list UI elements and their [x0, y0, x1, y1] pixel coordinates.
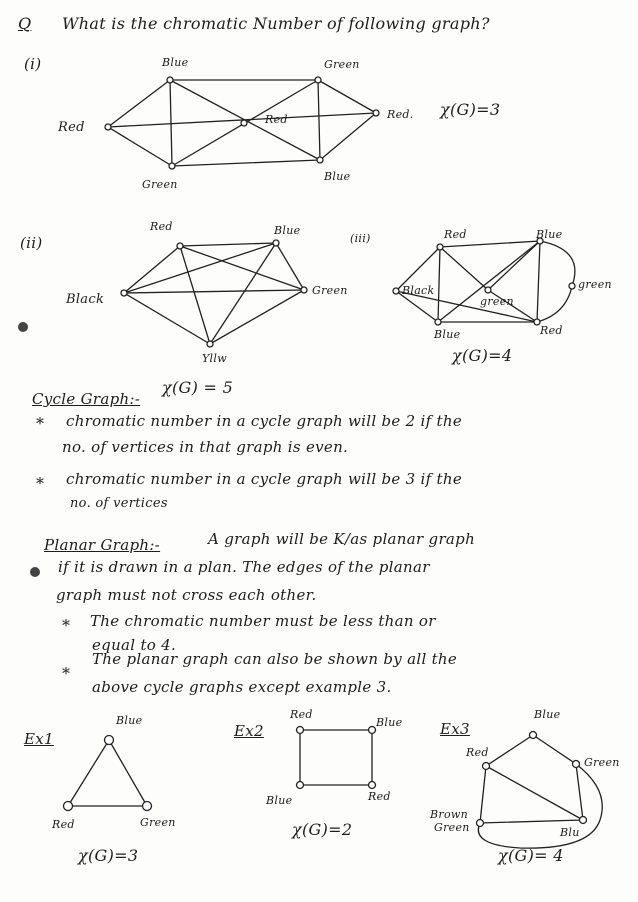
- graph-2-node-left: Black: [66, 292, 105, 307]
- graph-1-label: (i): [24, 55, 42, 73]
- ex1-node-top: Blue: [116, 714, 143, 727]
- planar-line-1: A graph will be K/as planar graph: [208, 530, 476, 548]
- planar-bullet-1-line-1: The chromatic number must be less than o…: [90, 612, 436, 630]
- ex2-node-top-right: Blue: [376, 716, 403, 729]
- graph-3-node-bottom-right: Red: [540, 324, 563, 337]
- cycle-bullet-2-star: *: [36, 474, 45, 493]
- planar-line-3: graph must not cross each other.: [56, 586, 317, 604]
- planar-line-2: if it is drawn in a plan. The edges of t…: [58, 558, 430, 576]
- graph-2-node-bottom: Yllw: [202, 352, 227, 365]
- cycle-bullet-1-line-1: chromatic number in a cycle graph will b…: [66, 412, 463, 430]
- ex1-graph: [62, 734, 153, 812]
- graph-3-node-center: green: [480, 295, 514, 308]
- ex3-result: χ(G)= 4: [498, 846, 564, 865]
- binder-hole: [18, 322, 28, 332]
- ex2-result: χ(G)=2: [292, 820, 353, 839]
- graph-1-node-top-right: Green: [324, 58, 360, 71]
- ex2-node-bottom-right: Red: [368, 790, 391, 803]
- graph-3-node-right: green: [578, 278, 612, 291]
- binder-hole: [30, 567, 40, 577]
- graph-2-node-top-right: Blue: [274, 224, 301, 237]
- ex2-graph: [295, 725, 377, 790]
- planar-bullet-2-line-1: The planar graph can also be shown by al…: [92, 650, 458, 668]
- graph-2-label: (ii): [20, 234, 43, 252]
- ex3-node-bottom-left-1: Brown: [430, 808, 468, 821]
- graph-3-result: χ(G)=4: [452, 346, 513, 365]
- ex3-node-bottom-left-2: Green: [434, 821, 470, 834]
- graph-1: [104, 76, 380, 170]
- graph-1-node-bottom-right: Blue: [324, 170, 351, 183]
- planar-bullet-2-star: *: [62, 664, 71, 683]
- cycle-bullet-2-line-1: chromatic number in a cycle graph will b…: [66, 470, 463, 488]
- ex3-node-top-left: Red: [466, 746, 489, 759]
- graph-3-node-top-left: Red: [444, 228, 467, 241]
- graph-3-node-bottom-left: Blue: [434, 328, 461, 341]
- ex3-graph: [475, 730, 603, 849]
- ex1-result: χ(G)=3: [78, 846, 139, 865]
- ex3-node-bottom-right: Blu: [560, 826, 580, 839]
- graph-3-node-top-right: Blue: [536, 228, 563, 241]
- planar-bullet-1-star: *: [62, 616, 71, 635]
- graph-1-result: χ(G)=3: [440, 100, 501, 119]
- ex1-node-bottom-right: Green: [140, 816, 176, 829]
- cycle-bullet-1-line-2: no. of vertices in that graph is even.: [62, 438, 349, 456]
- planar-bullet-2-line-2: above cycle graphs except example 3.: [92, 678, 392, 696]
- graph-2-node-right: Green: [312, 284, 348, 297]
- ex2-node-top-left: Red: [290, 708, 313, 721]
- cycle-bullet-2-line-2: no. of vertices: [70, 496, 168, 511]
- graph-1-node-center: Red: [265, 113, 288, 126]
- graph-2-node-top-left: Red: [150, 220, 173, 233]
- graph-3-node-left: Black: [402, 284, 435, 297]
- ex3-node-right: Green: [584, 756, 620, 769]
- graph-2: [120, 239, 308, 348]
- ex1-node-bottom-left: Red: [52, 818, 75, 831]
- cycle-bullet-1-star: *: [36, 414, 45, 433]
- planar-heading: Planar Graph:-: [44, 536, 161, 554]
- ex3-node-top-right: Blue: [534, 708, 561, 721]
- graph-3-label: (iii): [350, 232, 371, 245]
- graph-1-node-top-left: Blue: [162, 56, 189, 69]
- graph-1-node-bottom-left: Green: [142, 178, 178, 191]
- graph-3: [392, 237, 576, 326]
- ex3-label: Ex3: [440, 720, 470, 738]
- question-marker: Q: [18, 14, 32, 33]
- cycle-heading: Cycle Graph:-: [32, 390, 141, 408]
- planar-bullet-1-line-2: equal to 4.: [92, 636, 177, 654]
- graph-1-node-left: Red: [58, 120, 85, 135]
- graph-2-result: χ(G) = 5: [162, 378, 234, 397]
- ex2-node-bottom-left: Blue: [266, 794, 293, 807]
- ex1-label: Ex1: [24, 730, 54, 748]
- graph-1-node-right: Red.: [387, 108, 414, 121]
- ex2-label: Ex2: [234, 722, 264, 740]
- question-text: What is the chromatic Number of followin…: [62, 14, 490, 33]
